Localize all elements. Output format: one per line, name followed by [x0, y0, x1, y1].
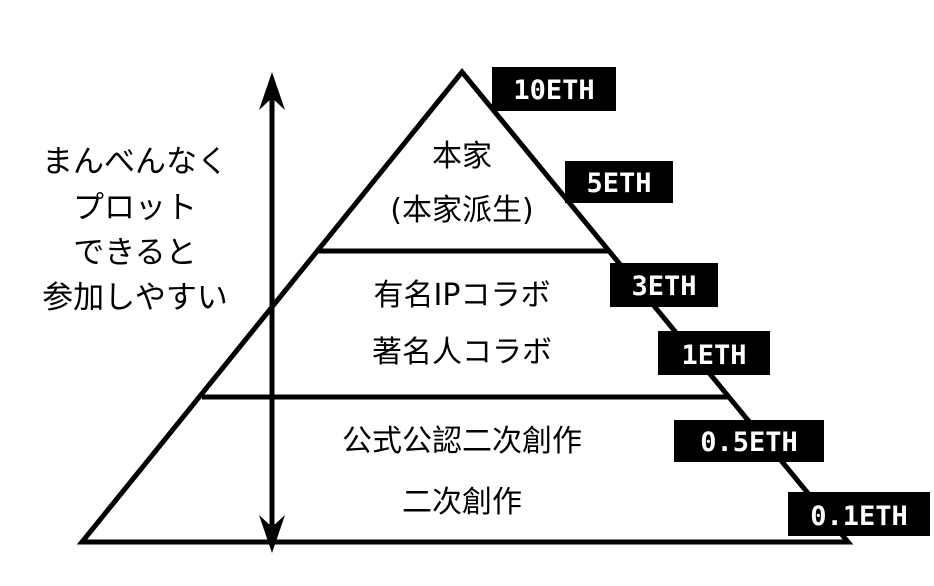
side-label-line-1: まんべんなく	[42, 144, 228, 180]
svg-text:0.1ETH: 0.1ETH	[810, 501, 908, 532]
tier-top-line-1: 本家	[432, 139, 492, 174]
tier-middle: 有名IPコラボ 著名人コラボ	[372, 278, 552, 370]
svg-text:1ETH: 1ETH	[681, 340, 746, 371]
price-tag-10eth: 10ETH	[492, 67, 616, 111]
svg-text:0.5ETH: 0.5ETH	[700, 427, 798, 458]
price-tag-3eth: 3ETH	[610, 263, 718, 307]
tier-bottom-line-1: 公式公認二次創作	[342, 424, 582, 459]
side-label-line-3: できると	[73, 235, 196, 271]
double-headed-vertical-arrow-icon	[259, 72, 285, 553]
svg-text:5ETH: 5ETH	[586, 168, 651, 199]
side-label: まんべんなく プロット できると 参加しやすい	[42, 144, 228, 316]
svg-text:10ETH: 10ETH	[513, 75, 594, 106]
price-tag-1eth: 1ETH	[658, 331, 770, 375]
price-tag-0-1eth: 0.1ETH	[788, 492, 930, 536]
side-label-line-4: 参加しやすい	[42, 280, 228, 316]
tier-top: 本家 (本家派生)	[390, 139, 533, 228]
side-label-line-2: プロット	[73, 190, 197, 226]
tier-middle-line-2: 著名人コラボ	[372, 335, 552, 370]
price-tag-0-5eth: 0.5ETH	[674, 420, 824, 462]
tier-top-line-2: (本家派生)	[390, 193, 533, 228]
tier-bottom-line-2: 二次創作	[402, 485, 522, 520]
svg-text:3ETH: 3ETH	[631, 271, 696, 302]
tier-middle-line-1: 有名IPコラボ	[374, 278, 551, 313]
tier-bottom: 公式公認二次創作 二次創作	[342, 424, 582, 520]
price-tag-5eth: 5ETH	[565, 161, 673, 203]
